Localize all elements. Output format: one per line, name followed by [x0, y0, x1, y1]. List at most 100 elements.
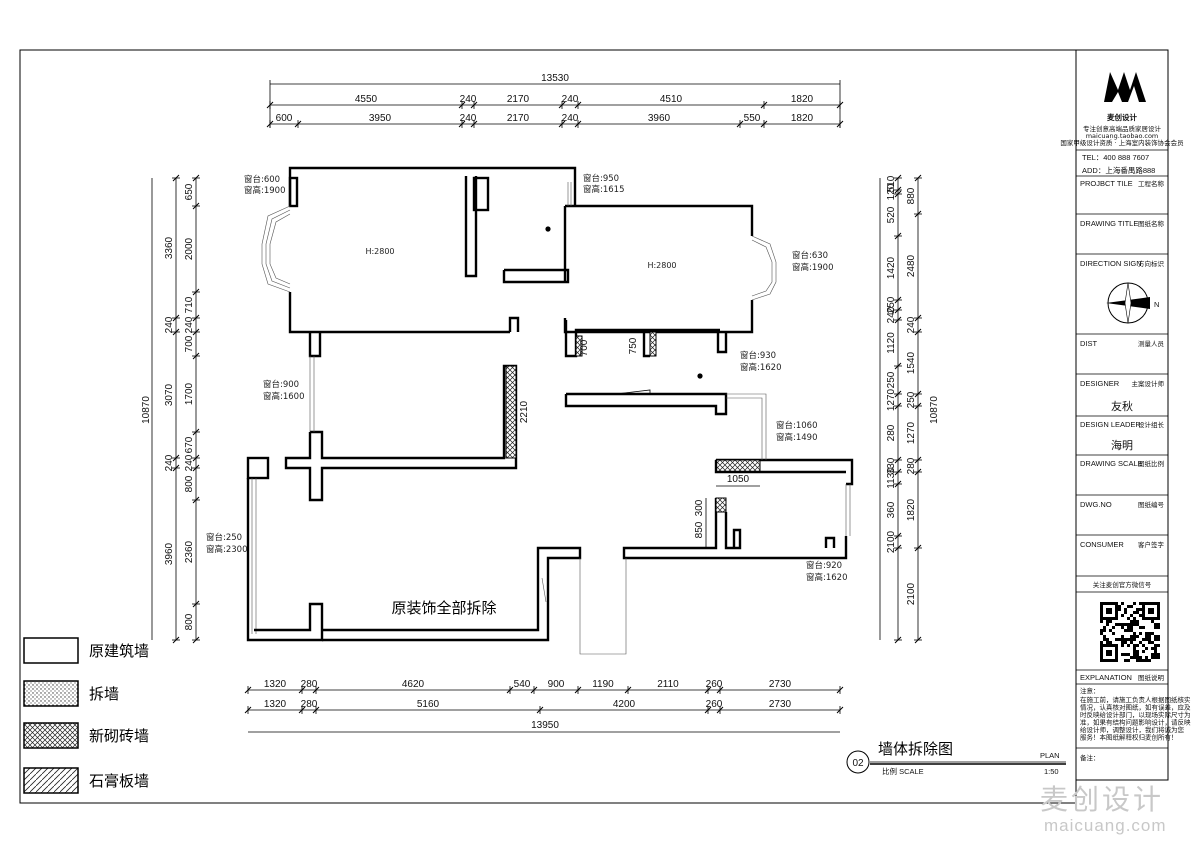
note-line-1: 情况，认真核对图纸，如有误差，应及: [1080, 703, 1191, 712]
window-4-height: 窗高:1620: [740, 362, 782, 373]
right-inner-dim-12: 360: [886, 501, 897, 518]
top-row2-dim-3: 2170: [507, 113, 530, 124]
window-5-height: 窗高:1600: [263, 391, 305, 402]
bottom-row2-dim-3: 4200: [613, 699, 636, 710]
bottom-row1-dim-6: 2110: [657, 679, 679, 690]
consumer-label: CONSUMER: [1080, 540, 1124, 549]
window-7-height: 窗高:2300: [206, 544, 248, 555]
title-block: 麦创设计 专注创意高端品质家居设计 maicuang.taobao.com 国家…: [1060, 72, 1191, 762]
legend-swatch-demolish-wall: [23, 680, 79, 707]
left-inner-dim-0: 650: [184, 183, 195, 200]
right-inner-dim-1: 120: [886, 183, 897, 200]
left-outer-dim-2: 3070: [164, 383, 175, 406]
drawing-title-cn: 图纸名称: [1138, 219, 1165, 228]
explanation-cn: 图纸说明: [1138, 673, 1165, 682]
consumer-cn: 客户签字: [1138, 540, 1165, 549]
note-line-5: 服务！本图纸解释权归麦创所有！: [1080, 733, 1178, 742]
inner-dim-850: 850: [694, 521, 705, 538]
drawing-title-label: DRAWING TITLE: [1080, 219, 1138, 228]
demolish-note: 原装饰全部拆除: [391, 599, 496, 617]
right-outer-dim-1: 2480: [906, 254, 917, 277]
right-inner-dim-5: 240: [886, 306, 897, 323]
design-leader-cn: 设计组长: [1138, 420, 1165, 429]
top-row2-dim-1: 3950: [369, 113, 392, 124]
window-3-width: 窗台:630: [792, 250, 828, 261]
legend-swatch-original-wall: [23, 637, 79, 664]
brand-logo-icon: [1104, 72, 1146, 102]
inner-dim-300: 300: [694, 499, 705, 516]
inner-dim-700: 700: [579, 339, 590, 356]
drawing-scale-tb-cn: 图纸比例: [1138, 459, 1164, 468]
right-inner-dim-6: 1120: [886, 332, 897, 354]
remark-label: 备注：: [1080, 753, 1100, 762]
left-inner-dim-10: 800: [184, 613, 195, 630]
legend-label-original-wall: 原建筑墙: [89, 642, 149, 660]
window-1-width: 窗台:600: [244, 174, 280, 185]
bottom-row2-dim-1: 280: [301, 699, 318, 710]
legend-label-demolish-wall: 拆墙: [89, 685, 119, 703]
left-inner-dim-6: 670: [184, 436, 195, 453]
bottom-row2-dim-4: 260: [706, 699, 723, 710]
north-label: N: [1154, 300, 1159, 309]
right-inner-dim-2: 520: [886, 206, 897, 223]
bottom-row2-dim-0: 1320: [264, 699, 287, 710]
brand-tagline-3: 国家甲级设计资质 · 上海室内装饰协会会员: [1060, 138, 1184, 147]
right-inner-dim-13: 2100: [886, 530, 897, 553]
bottom-row1-dim-3: 540: [514, 679, 531, 690]
bottom-row1-dim-1: 280: [301, 679, 318, 690]
bottom-row2-dim-2: 5160: [417, 699, 440, 710]
address: ADD：上海番禺路888: [1082, 165, 1155, 175]
top-row2-dim-7: 1820: [791, 113, 814, 124]
bottom-row1-dim-7: 260: [706, 679, 723, 690]
designer-name: 友秋: [1111, 399, 1133, 413]
left-inner-dim-1: 2000: [184, 237, 195, 260]
wechat-caption: 关注麦创官方微信号: [1093, 580, 1152, 589]
drawing-scale-value: 1:50: [1044, 767, 1059, 776]
bottom-row1-dim-0: 1320: [264, 679, 287, 690]
inner-dim-1050: 1050: [727, 474, 750, 485]
watermark-en: maicuang.com: [1044, 816, 1167, 835]
top-row1-dim-1: 240: [460, 94, 477, 105]
explanation-label: EXPLANATION: [1080, 673, 1132, 682]
inner-dimensions: 700 750 2210 1050 300 850: [519, 337, 760, 548]
left-total-dim: 10870: [141, 396, 152, 424]
top-row2-dim-4: 240: [562, 113, 579, 124]
direction-cn: 方向标识: [1138, 259, 1165, 268]
window-6-width: 窗台:1060: [776, 420, 818, 431]
left-inner-dim-5: 1700: [184, 382, 195, 405]
dist-label: DIST: [1080, 339, 1098, 348]
direction-label: DIRECTION SIGN: [1080, 259, 1142, 268]
qr-code-icon: [1100, 602, 1160, 662]
window-2-height: 窗高:1615: [583, 184, 625, 195]
design-leader-label: DESIGN LEADER: [1080, 420, 1141, 429]
project-title-cn: 工程名称: [1138, 179, 1165, 188]
room-height-2: H:2800: [647, 261, 676, 270]
drawing-plan-label: PLAN: [1040, 751, 1060, 760]
right-total-dim: 10870: [929, 396, 940, 424]
left-outer-dim-3: 240: [164, 454, 175, 471]
top-row1-dim-5: 1820: [791, 94, 814, 105]
drawing-title: 02 墙体拆除图 比例 SCALE PLAN 1:50: [846, 740, 1066, 776]
legend: 原建筑墙 拆墙 新砌砖墙 石膏板墙: [23, 637, 149, 794]
bottom-row1-dim-4: 900: [548, 679, 565, 690]
window-3-height: 窗高:1900: [792, 262, 834, 273]
right-inner-dim-10: 330: [886, 457, 897, 474]
bottom-row1-dim-8: 2730: [769, 679, 792, 690]
legend-label-gypsum-wall: 石膏板墙: [89, 772, 149, 790]
legend-label-new-brick-wall: 新砌砖墙: [89, 727, 149, 745]
bottom-row1-dim-5: 1190: [592, 679, 614, 690]
top-row2-dim-2: 240: [460, 113, 477, 124]
bottom-total-dim: 13950: [531, 720, 559, 731]
title-block-frame: [1075, 49, 1169, 781]
top-row1-dim-3: 240: [562, 94, 579, 105]
drawing-scale-tb-label: DRAWING SCALE: [1080, 459, 1143, 468]
top-row1-dim-4: 4510: [660, 94, 683, 105]
right-outer-dim-4: 250: [906, 391, 917, 408]
left-inner-dim-8: 800: [184, 475, 195, 492]
right-inner-dim-3: 1420: [886, 256, 897, 279]
window-notes: 窗台:600 窗高:1900 窗台:950 窗高:1615 窗台:630 窗高:…: [206, 173, 848, 617]
right-inner-dim-7: 250: [886, 371, 897, 388]
dwg-no-label: DWG.NO: [1080, 500, 1112, 509]
